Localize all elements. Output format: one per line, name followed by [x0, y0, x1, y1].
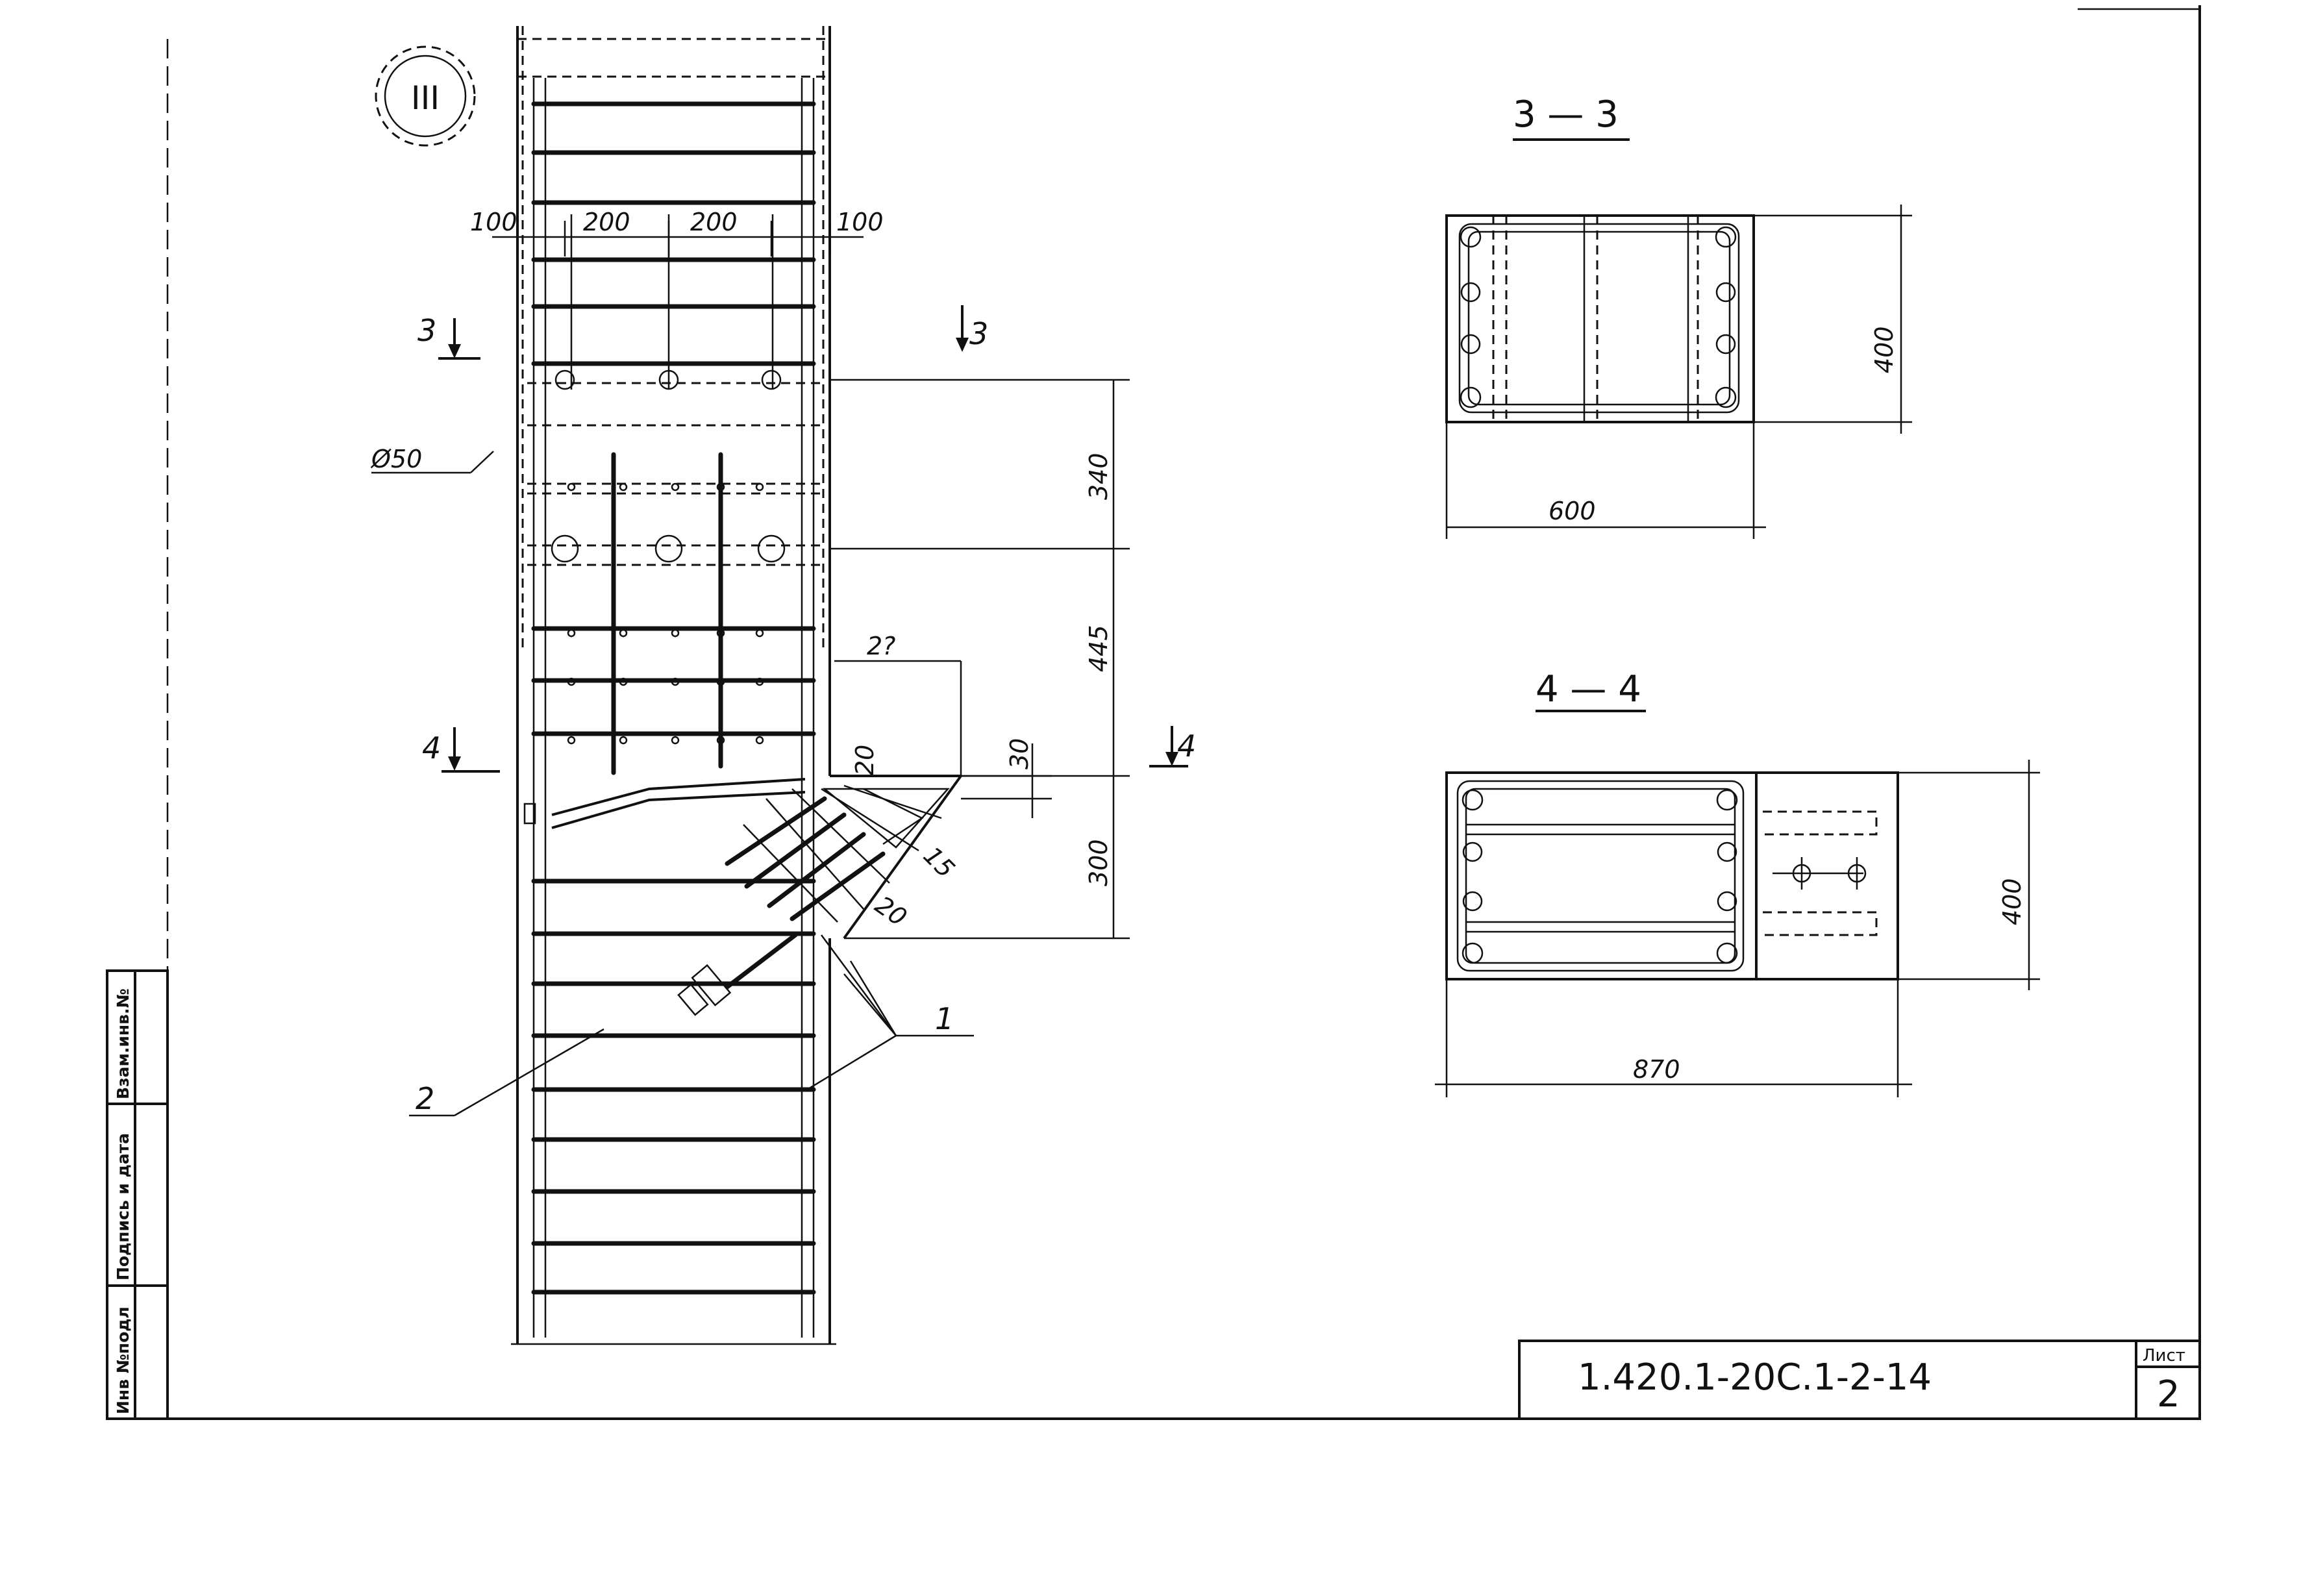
column-elevation [511, 26, 962, 1345]
dim-small-3: 15 [918, 841, 960, 883]
section-3-height: 400 [1870, 326, 1898, 373]
section-3-title: 3 — 3 [1513, 94, 1619, 136]
cut-3-left: 3 [417, 313, 436, 348]
dim-small-2: 30 [1005, 738, 1034, 769]
dim-top-4: 100 [836, 208, 884, 236]
cut-3-right: 3 [969, 316, 988, 351]
section-4-4: 4 — 4 870 400 [1435, 668, 2040, 1097]
stud-dots [567, 482, 764, 745]
stamp-sheet-number: 2 [2157, 1373, 2180, 1415]
leader-1: 1 [935, 1001, 954, 1036]
dim-right-2: 445 [1084, 625, 1113, 672]
dim-top-3: 200 [690, 208, 738, 236]
dimension-top: 100 200 200 100 [470, 208, 884, 256]
dim-small-4: 20 [870, 890, 912, 932]
side-inv-no: Инв №подл [114, 1306, 132, 1414]
cut-4-left: 4 [422, 730, 441, 766]
stamp-sheet-label: Лист [2143, 1346, 2185, 1365]
cut-4-right: 4 [1177, 729, 1196, 764]
dim-right-1: 340 [1084, 453, 1113, 500]
dim-top-2: 200 [583, 208, 630, 236]
dim-right-3: 300 [1084, 839, 1113, 886]
hole-dia-label: Ø50 [370, 445, 422, 473]
side-strip: Инв №подл Подпись и дата Взам.инв.№ [106, 969, 169, 1420]
section-3-3: 3 — 3 600 400 [1445, 94, 1912, 539]
stamp-code: 1.420.1-20С.1-2-14 [1578, 1356, 1932, 1399]
dim-partial: 2? [867, 632, 895, 660]
view-marker-text: III [411, 79, 440, 117]
view-marker: III [375, 45, 476, 147]
hole-diameter-note: Ø50 [370, 445, 494, 474]
section-4-height: 400 [1998, 878, 2026, 925]
dim-small-1: 20 [851, 745, 879, 776]
leaders: 1 2 [409, 934, 974, 1117]
section-cuts: 3 3 4 4 [417, 305, 1196, 773]
dimension-right: 340 445 300 2? 30 20 15 20 [830, 379, 1130, 940]
section-3-width: 600 [1549, 497, 1596, 525]
title-stamp: 1.420.1-20С.1-2-14 Лист 2 [1518, 1340, 2201, 1420]
side-replace: Взам.инв.№ [114, 988, 132, 1099]
corbel-cage [677, 775, 962, 1016]
leader-2: 2 [416, 1081, 434, 1116]
side-signature: Подпись и дата [114, 1133, 132, 1280]
dim-top-1: 100 [470, 208, 517, 236]
section-4-width: 870 [1633, 1055, 1680, 1084]
section-4-title: 4 — 4 [1536, 668, 1641, 710]
